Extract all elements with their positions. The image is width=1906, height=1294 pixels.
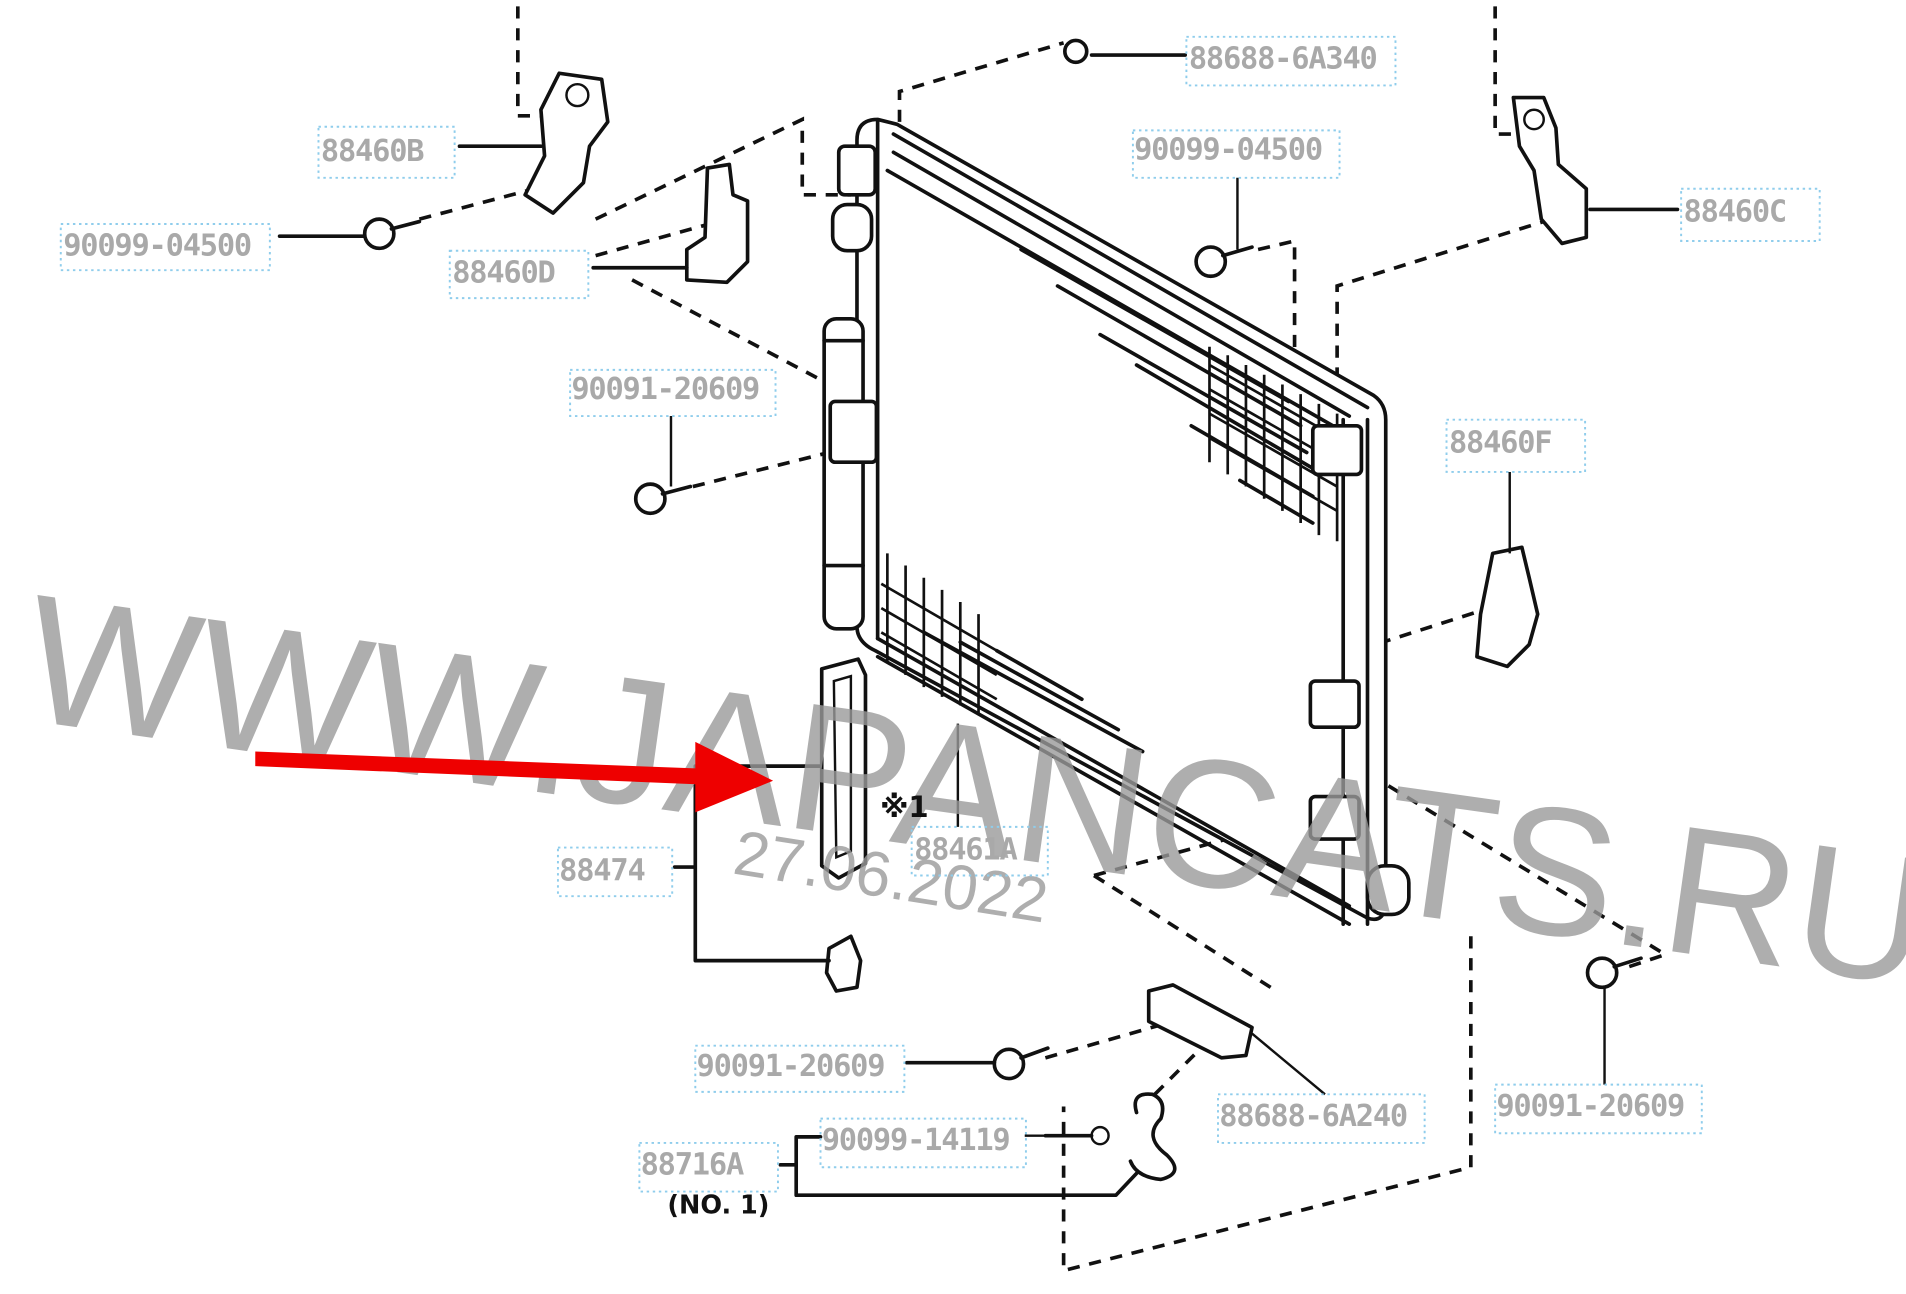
- bolt-icon: [992, 1046, 1050, 1081]
- label-88460b[interactable]: 88460B: [317, 125, 456, 179]
- bolt-icon: [1063, 38, 1089, 65]
- label-88474[interactable]: 88474: [556, 846, 674, 898]
- svg-text:88460C: 88460C: [1684, 195, 1786, 230]
- label-88688-6a340[interactable]: 88688-6A340: [1185, 35, 1397, 87]
- condenser-note: ※1: [880, 790, 929, 824]
- label-90091-20609-bottom-left[interactable]: 90091-20609: [694, 1044, 906, 1093]
- svg-text:88460B: 88460B: [321, 134, 424, 169]
- pipe-clip-icon: [1128, 1092, 1177, 1182]
- tube-note: (NO. 1): [667, 1190, 769, 1220]
- clip-icon: [824, 934, 863, 993]
- label-88460c[interactable]: 88460C: [1680, 187, 1821, 242]
- label-88688-6a240[interactable]: 88688-6A240: [1217, 1093, 1426, 1144]
- bracket-88460c: [1511, 95, 1589, 246]
- svg-text:90091-20609: 90091-20609: [1496, 1089, 1684, 1124]
- svg-text:88716A: 88716A: [641, 1148, 744, 1183]
- svg-text:88688-6A340: 88688-6A340: [1189, 41, 1377, 76]
- svg-text:90099-14119: 90099-14119: [822, 1123, 1010, 1158]
- svg-text:88688-6A240: 88688-6A240: [1219, 1099, 1407, 1134]
- svg-text:90099-04500: 90099-04500: [1134, 133, 1322, 168]
- part-labels: 88460B 90099-04500 88460D 90091-20609 88…: [59, 35, 1821, 1220]
- label-90091-20609-right[interactable]: 90091-20609: [1494, 1083, 1703, 1135]
- label-90099-04500-left[interactable]: 90099-04500: [59, 223, 271, 272]
- svg-text:88474: 88474: [559, 853, 644, 888]
- label-90099-04500-right[interactable]: 90099-04500: [1131, 129, 1341, 179]
- fin-grid-upper: [1208, 346, 1339, 542]
- leader-lines: [277, 53, 1680, 1198]
- bracket-88460d: [684, 162, 750, 285]
- label-88716a[interactable]: 88716A: [638, 1141, 779, 1193]
- label-88461a[interactable]: 88461A: [910, 825, 1049, 877]
- label-90091-20609-mid[interactable]: 90091-20609: [569, 368, 777, 418]
- bolt-icon: [362, 217, 422, 251]
- seal-88474: [819, 657, 868, 880]
- svg-text:90091-20609: 90091-20609: [697, 1049, 885, 1084]
- clip-icon: [1146, 983, 1254, 1060]
- svg-text:88461A: 88461A: [914, 833, 1017, 868]
- svg-text:90099-04500: 90099-04500: [63, 229, 251, 264]
- svg-text:88460F: 88460F: [1449, 426, 1551, 461]
- bolt-icon: [1585, 956, 1643, 990]
- bolts: [362, 38, 1643, 1182]
- bracket-88460b: [523, 71, 610, 215]
- small-bolt-icon: [1043, 1125, 1110, 1146]
- fin-grid-lower: [880, 553, 998, 716]
- bracket-88460f: [1475, 545, 1540, 669]
- svg-text:90091-20609: 90091-20609: [571, 372, 759, 407]
- label-88460f[interactable]: 88460F: [1445, 418, 1587, 473]
- red-arrow-icon: [255, 741, 774, 813]
- bolt-icon: [1194, 245, 1254, 279]
- label-88460d[interactable]: 88460D: [448, 249, 590, 300]
- receiver-tank: [822, 316, 879, 631]
- condenser-88461a: [830, 117, 1411, 926]
- svg-text:88460D: 88460D: [452, 255, 554, 290]
- bolt-icon: [633, 482, 693, 516]
- label-90099-14119[interactable]: 90099-14119: [819, 1117, 1027, 1169]
